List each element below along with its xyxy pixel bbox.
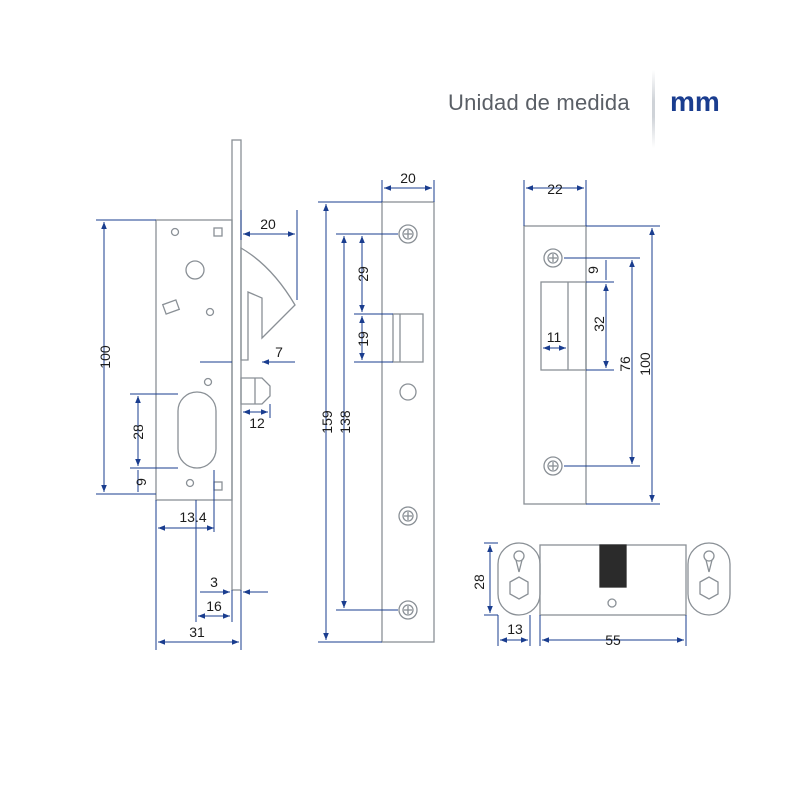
dim-strike-width: 22	[547, 181, 563, 197]
dim-latch-width: 12	[249, 415, 265, 431]
cylinder-cam	[599, 544, 627, 588]
latch-bolt	[240, 377, 271, 405]
strike-plate-dimension-labels: 22 9 32 11 76 100	[547, 181, 653, 376]
dim-total-width: 31	[189, 624, 205, 640]
bolt-opening	[392, 313, 424, 363]
strike-screw-bottom	[543, 456, 563, 476]
cylinder-profile-left	[497, 542, 541, 616]
cylinder-screw-hole	[607, 598, 617, 608]
keyhole-icon-left	[513, 550, 525, 573]
dim-cylinder-hole: 28	[130, 424, 146, 440]
dim-inner-width: 16	[206, 598, 222, 614]
dim-latch-offset: 7	[275, 344, 283, 360]
latch-hole	[399, 383, 417, 401]
lock-body-view	[155, 139, 296, 591]
dim-faceplate-width: 20	[400, 170, 416, 186]
dim-cylinder-length: 55	[605, 632, 621, 648]
strike-slot	[540, 281, 587, 371]
strike-plate	[523, 225, 587, 505]
dim-lock-height: 100	[97, 345, 113, 369]
spindle-hole	[185, 260, 205, 280]
dim-faceplate-upper-offset: 29	[355, 266, 371, 282]
dim-faceplate-bolt-height: 19	[355, 331, 371, 347]
lock-body-dimension-labels: 100 20 7 12 28 9 13.4 3 16 31	[97, 216, 283, 640]
dim-faceplate-thickness: 3	[210, 574, 218, 590]
dim-strike-slot-depth: 11	[547, 329, 562, 345]
screw-bottom	[398, 600, 418, 620]
screw-top	[398, 224, 418, 244]
cylinder-dimension-labels: 28 13 55	[471, 574, 621, 648]
dim-faceplate-screw-span: 138	[337, 410, 353, 434]
unit-value: mm	[670, 86, 720, 117]
cylinder-profile-right	[687, 542, 731, 616]
dim-strike-top-offset: 9	[585, 266, 601, 274]
shield-icon-right	[699, 576, 719, 600]
hook-bolt	[240, 246, 296, 361]
dim-strike-total-height: 100	[637, 352, 653, 376]
unit-label: Unidad de medida	[448, 90, 630, 115]
strike-plate-dimensions	[523, 180, 660, 505]
strike-screw-top	[543, 248, 563, 268]
cylinder-dimensions	[484, 542, 687, 646]
dim-strike-slot-height: 32	[591, 316, 607, 332]
lock-case	[155, 219, 233, 501]
keyhole-icon-right	[703, 550, 715, 573]
cylinder-slot	[177, 391, 217, 469]
dim-cylinder-height: 28	[471, 574, 487, 590]
lock-faceplate-strip	[231, 139, 242, 591]
dim-bolt-width: 20	[260, 216, 276, 232]
lock-body-dimensions	[96, 210, 298, 650]
shield-icon-left	[509, 576, 529, 600]
faceplate-view	[381, 201, 435, 643]
faceplate-dimension-labels: 20 159 138 29 19	[319, 170, 416, 434]
dim-backset: 13.4	[179, 509, 206, 525]
dim-cylinder-offset: 9	[133, 478, 149, 486]
screw-middle	[398, 506, 418, 526]
faceplate	[381, 201, 435, 643]
dim-faceplate-total-height: 159	[319, 410, 335, 434]
faceplate-dimensions	[318, 180, 435, 643]
dim-cylinder-cam-offset: 13	[507, 621, 523, 637]
cylinder-view	[497, 542, 731, 616]
header: Unidad de medida mm	[0, 0, 800, 150]
strike-plate-view	[523, 225, 587, 505]
dim-strike-screw-span: 76	[617, 356, 633, 372]
header-divider	[652, 70, 655, 148]
